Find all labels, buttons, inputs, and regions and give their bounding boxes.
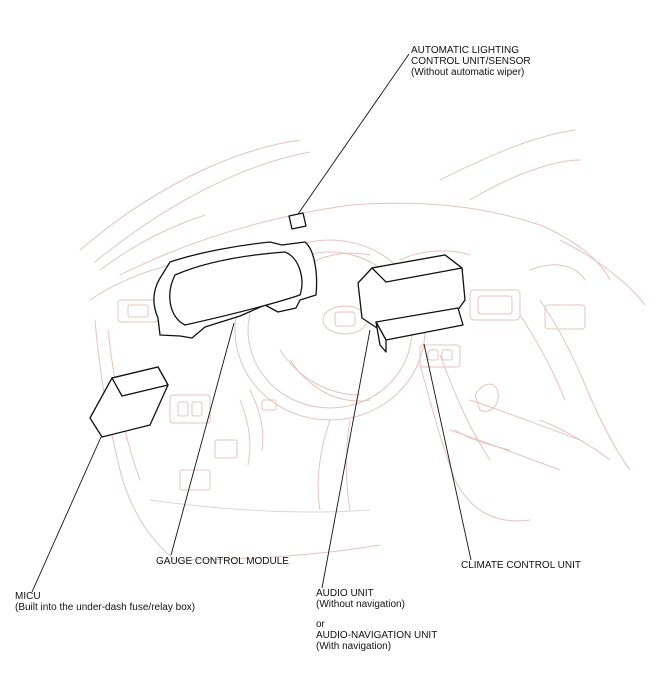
leader-micu: [31, 436, 102, 593]
label-gauge-control-module: GAUGE CONTROL MODULE: [156, 556, 289, 567]
leader-gauge: [170, 322, 235, 556]
vehicle-body-outline: [79, 129, 646, 561]
audio-unit-box: [357, 254, 466, 353]
label-micu: MICU (Built into the under-dash fuse/rel…: [15, 591, 196, 613]
label-audio-unit: AUDIO UNIT (Without navigation) or AUDIO…: [316, 588, 438, 652]
leader-audio: [321, 329, 371, 589]
leader-lines: [31, 53, 472, 593]
leader-auto-lighting: [297, 53, 410, 215]
label-auto-lighting: AUTOMATIC LIGHTING CONTROL UNIT/SENSOR (…: [411, 45, 531, 78]
label-climate-control-unit: CLIMATE CONTROL UNIT: [461, 560, 582, 571]
auto-lighting-sensor: [288, 212, 307, 230]
gauge-cluster-unit: [153, 241, 318, 339]
micu-box: [89, 366, 169, 438]
leader-climate: [423, 343, 472, 561]
